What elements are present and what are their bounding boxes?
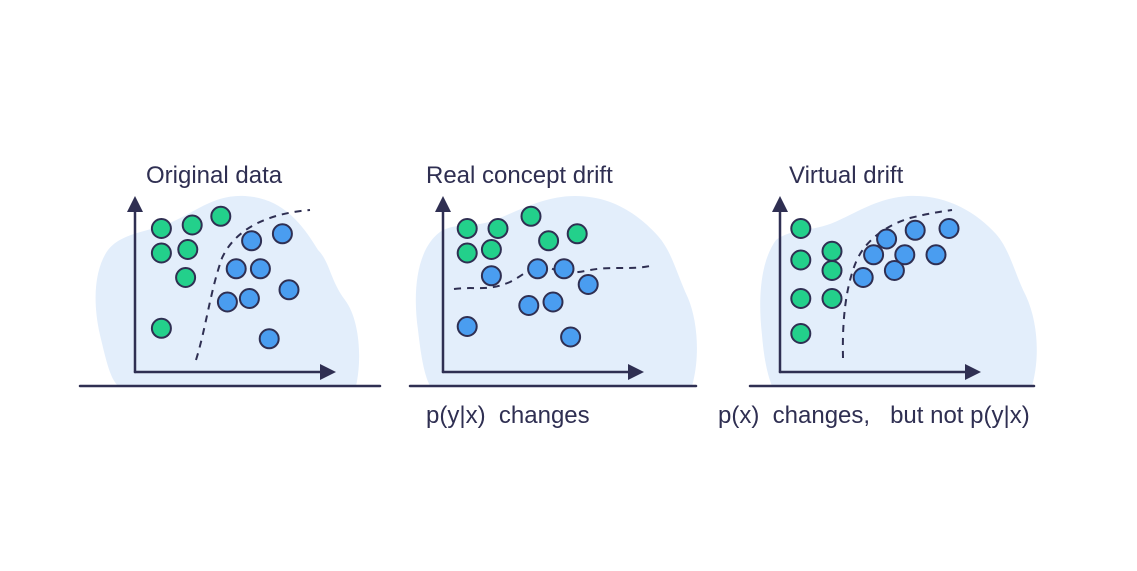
blue-point (542, 291, 564, 313)
green-point (177, 239, 199, 260)
green-point (150, 218, 172, 239)
blue-point (241, 230, 263, 252)
blue-point (456, 316, 478, 337)
panel-title: Virtual drift (789, 162, 904, 189)
green-point (790, 218, 812, 239)
blue-point (904, 219, 926, 241)
x-axis-arrow-icon (965, 364, 981, 380)
green-point (150, 317, 172, 339)
green-point (520, 205, 542, 227)
green-point (790, 249, 812, 271)
y-axis-arrow-icon (127, 196, 143, 212)
blue-point (938, 218, 960, 239)
panel-caption: p(y|x) changes (426, 402, 590, 429)
blue-point (560, 326, 582, 348)
y-axis-arrow-icon (435, 196, 451, 212)
decision-boundary (841, 209, 953, 359)
green-point (480, 239, 502, 260)
blue-point (216, 291, 238, 313)
y-axis-arrow-icon (772, 196, 788, 212)
blue-point (883, 260, 905, 281)
green-point (821, 260, 843, 281)
green-point (790, 288, 812, 309)
panel-title: Real concept drift (426, 162, 613, 189)
green-point (538, 230, 560, 252)
green-point (181, 214, 203, 236)
panel-real-concept-drift: Real concept drift p(y|x) changes (408, 162, 698, 429)
panel-original-data: Original data (78, 162, 382, 388)
green-point (150, 242, 172, 264)
blue-point (518, 295, 540, 316)
green-point (456, 242, 478, 264)
blue-point (863, 244, 885, 266)
blue-point (894, 244, 916, 266)
blue-point (225, 258, 247, 280)
blue-point (480, 265, 502, 287)
blue-point (527, 258, 549, 280)
blue-point (577, 274, 599, 295)
green-point (210, 205, 232, 227)
points-group (150, 205, 300, 350)
decision-boundary (195, 209, 311, 361)
blue-point (258, 328, 280, 350)
blue-point (553, 258, 575, 280)
green-point (456, 218, 478, 239)
points-group (456, 205, 599, 348)
blue-point (925, 244, 947, 266)
points-group (790, 218, 960, 344)
green-point (821, 288, 843, 309)
green-point (175, 267, 197, 288)
blue-point (852, 267, 874, 288)
blue-point (876, 228, 898, 250)
x-axis-arrow-icon (628, 364, 644, 380)
panel-caption: p(x) changes, but not p(y|x) (718, 402, 1030, 429)
green-point (487, 218, 509, 239)
green-point (821, 240, 843, 262)
blue-point (271, 223, 293, 245)
blue-point (278, 279, 300, 301)
green-point (790, 323, 812, 344)
green-point (566, 223, 588, 245)
x-axis-arrow-icon (320, 364, 336, 380)
blue-point (249, 258, 271, 280)
blue-point (238, 288, 260, 309)
panel-virtual-drift: Virtual drift p(x) changes, but not p(y|… (718, 162, 1037, 429)
panel-title: Original data (146, 162, 283, 189)
